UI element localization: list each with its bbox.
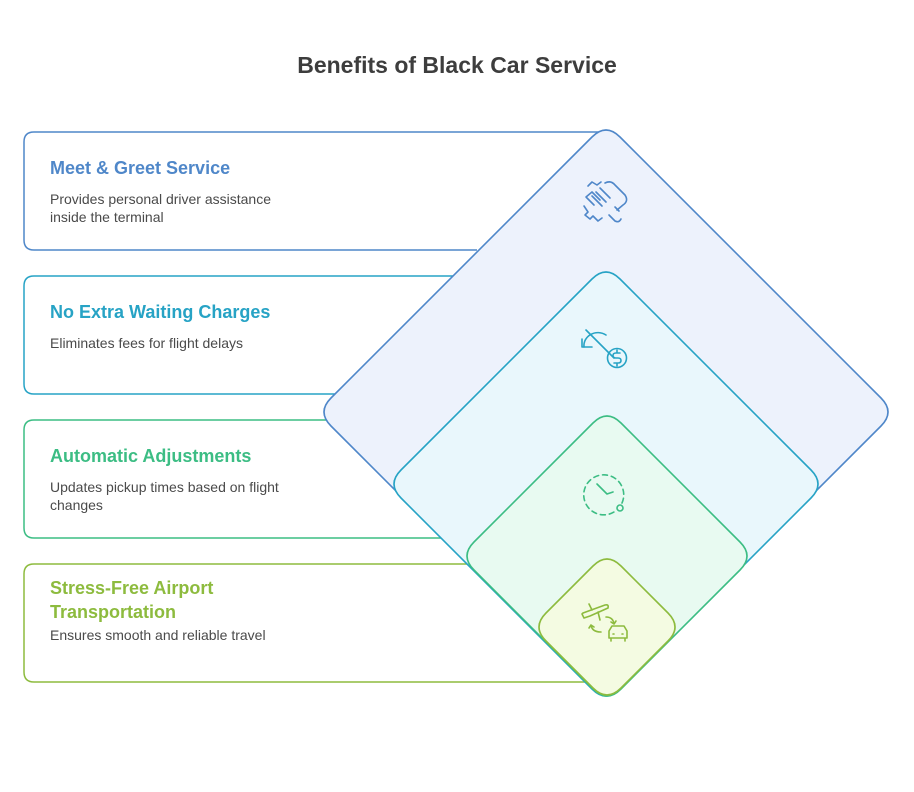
benefit-description: Eliminates fees for flight delays (50, 335, 243, 351)
benefit-automatic: Automatic Adjustments Updates pickup tim… (50, 444, 350, 514)
card-meet-greet (23, 131, 598, 251)
handshake-icon (583, 181, 628, 223)
benefit-heading: No Extra Waiting Charges (50, 302, 271, 322)
card-automatic (23, 419, 452, 539)
benefit-no-waiting: No Extra Waiting Charges Eliminates fees… (50, 300, 350, 352)
card-no-waiting (23, 275, 455, 395)
clock-icon (583, 474, 625, 516)
benefit-heading: Automatic Adjustments (50, 446, 252, 466)
benefit-stress-free: Stress-Free Airport Transportation Ensur… (50, 576, 350, 644)
card-stress-free (23, 563, 595, 683)
plane-car-icon (581, 603, 628, 642)
benefit-heading: Meet & Greet Service (50, 158, 231, 178)
diamond-layer-4 (538, 558, 676, 696)
benefit-description: Ensures smooth and reliable travel (50, 627, 266, 643)
benefit-heading: Stress-Free Airport Transportation (50, 578, 214, 622)
benefit-description: Provides personal driver assistance insi… (50, 191, 271, 225)
benefit-description: Updates pickup times based on flight cha… (50, 479, 279, 513)
page-title: Benefits of Black Car Service (297, 52, 617, 78)
no-fee-icon (581, 329, 628, 369)
benefit-meet-greet: Meet & Greet Service Provides personal d… (50, 156, 350, 226)
